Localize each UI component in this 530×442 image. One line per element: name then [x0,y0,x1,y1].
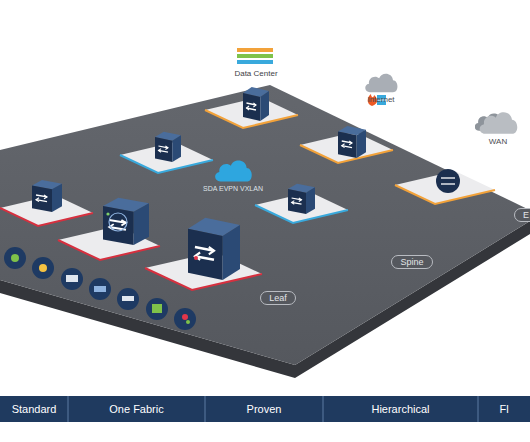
leaf-tag: Leaf [260,291,296,305]
network-devices [32,87,460,280]
node-text: Leaf [269,293,287,303]
pads [0,97,495,290]
node-text: Proven [247,403,282,415]
wan-cloud: WAN [475,108,521,146]
endpoint-icons [4,247,196,330]
overlay-cloud: SDA EVPN VXLAN [203,156,263,192]
node-text: SDA EVPN VXLAN [203,185,263,192]
platform [0,85,530,365]
feature-cell: Proven [205,396,323,422]
feature-bar [0,396,530,422]
node-text: WAN [475,137,521,146]
internet-cloud: Internet [362,70,400,104]
node-text: One Fabric [109,403,163,415]
feature-cell: One Fabric [68,396,205,422]
cloud-shape [362,70,400,94]
node-text: Hierarchical [371,403,429,415]
bar-dividers [68,396,478,422]
data-center-icon [237,48,273,64]
region-label: Data Center [234,69,277,78]
label-text: Data Center [234,69,277,78]
node-text: Spine [400,257,423,267]
cloud-shape [475,108,521,136]
cloud-shape [212,156,254,184]
feature-cell: Fl [478,396,530,422]
node-text: E [523,210,529,220]
feature-cell: Hierarchical [323,396,478,422]
node-text: Standard [12,403,57,415]
border-tag: E [514,208,530,222]
node-text: Internet [362,95,400,104]
spine-tag: Spine [391,255,432,269]
node-text: Fl [499,403,508,415]
feature-cell: Standard [0,396,68,422]
